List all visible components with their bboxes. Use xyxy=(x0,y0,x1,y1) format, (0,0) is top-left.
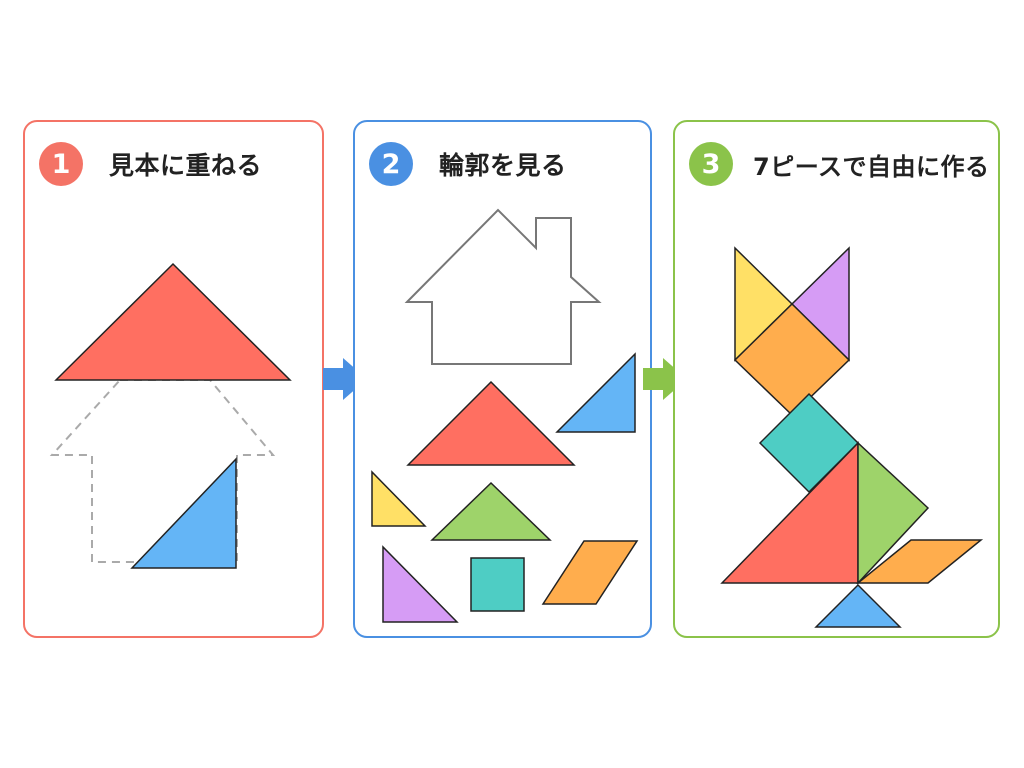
arrow-1-to-2 xyxy=(323,358,367,400)
step-3-illustration xyxy=(720,246,984,628)
blue-large-triangle xyxy=(555,352,636,433)
step-3-title: 7ピースで自由に作る xyxy=(753,152,990,181)
red-large-triangle xyxy=(54,262,292,381)
teal-square xyxy=(470,557,525,612)
step-2-illustration xyxy=(371,208,639,623)
step-3-badge: 3 xyxy=(689,142,733,186)
step-3-header: 3 7ピースで自由に作る xyxy=(689,142,990,186)
step-2-title: 輪郭を見る xyxy=(439,151,567,180)
step-2-badge: 2 xyxy=(369,142,413,186)
house-outline xyxy=(404,208,602,365)
dashed-outline-template xyxy=(49,379,276,563)
purple-small-triangle xyxy=(382,545,459,623)
step-1-badge: 1 xyxy=(39,142,83,186)
red-large-triangle xyxy=(406,380,576,466)
step-1-illustration xyxy=(49,262,292,569)
orange-tail-parallelogram xyxy=(855,539,984,584)
step-2-header: 2 輪郭を見る xyxy=(369,142,567,186)
blue-foot-triangle xyxy=(814,583,902,628)
step-2-panel: 2 輪郭を見る xyxy=(353,120,652,638)
step-1-header: 1 見本に重ねる xyxy=(39,142,262,186)
step-1-title: 見本に重ねる xyxy=(109,151,263,180)
green-medium-triangle xyxy=(430,481,552,541)
orange-parallelogram xyxy=(541,540,639,605)
step-3-panel: 3 7ピースで自由に作る xyxy=(673,120,1000,638)
arrow-2-to-3 xyxy=(643,358,687,400)
step-1-panel: 1 見本に重ねる xyxy=(23,120,324,638)
green-body-triangle xyxy=(857,441,930,585)
blue-large-triangle xyxy=(130,457,237,569)
yellow-small-triangle xyxy=(371,470,427,527)
